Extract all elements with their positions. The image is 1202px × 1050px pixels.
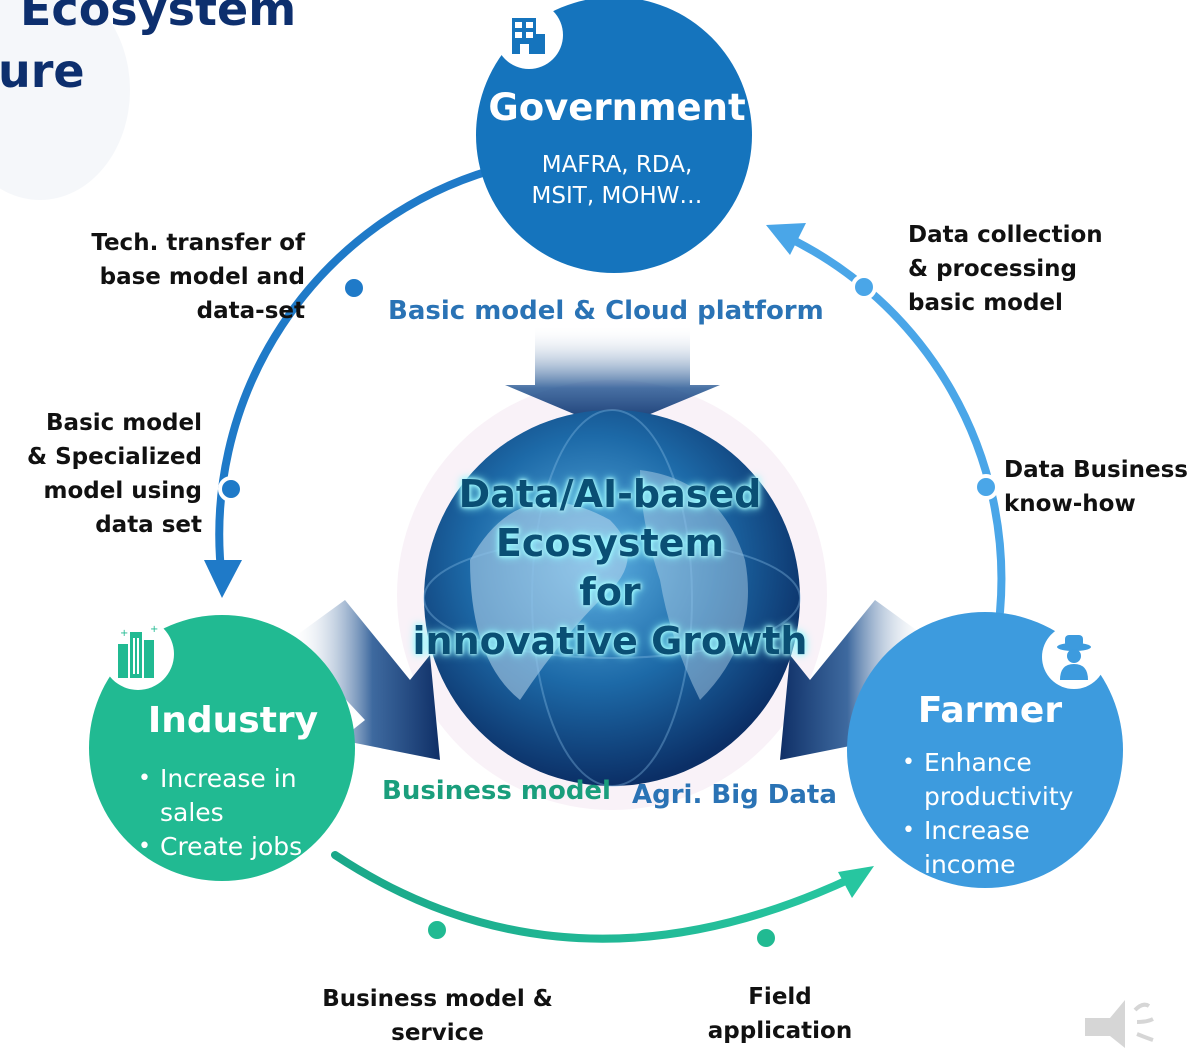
- dot-basic-model: [218, 476, 244, 502]
- dot-data-collection: [851, 274, 877, 300]
- inner-label-business-model: Business model: [382, 776, 611, 806]
- center-title-line3: for: [579, 570, 641, 614]
- label-line: Field: [748, 984, 812, 1010]
- label-tech-transfer: Tech. transfer of base model and data-se…: [40, 226, 305, 328]
- label-data-business: Data Business know-how: [1004, 453, 1202, 521]
- farmer-title: Farmer: [917, 690, 1063, 731]
- industry-title: Industry: [147, 700, 319, 741]
- farmer-benefit-item: Enhance productivity: [902, 746, 1102, 814]
- label-line: Basic model: [46, 410, 202, 436]
- arrowhead-government: [766, 223, 806, 255]
- funnel-right-arrow: [780, 600, 930, 760]
- label-line: basic model: [908, 290, 1063, 316]
- label-line: data set: [95, 512, 202, 538]
- arc-dots: [218, 274, 999, 951]
- inner-label-agri-big-data: Agri. Big Data: [632, 780, 837, 810]
- arc-industry-to-farmer: [331, 851, 856, 943]
- label-business-service: Business model & service: [300, 982, 575, 1050]
- label-line: data-set: [196, 298, 305, 324]
- label-line: base model and: [99, 264, 305, 290]
- farmer-benefit-item: Increase income: [902, 814, 1102, 882]
- label-line: know-how: [1004, 491, 1136, 517]
- globe-landmass-2: [640, 470, 748, 700]
- city-buildings-icon: + +: [102, 618, 174, 690]
- government-agencies-line2: MSIT, MOHW…: [531, 183, 703, 209]
- label-line: & Specialized: [27, 444, 202, 470]
- label-basic-specialized-model: Basic model & Specialized model using da…: [0, 406, 202, 542]
- label-line: Data Business: [1004, 457, 1188, 483]
- farmer-benefits: Enhance productivity Increase income: [902, 746, 1102, 882]
- industry-benefit-item: Increase in sales: [138, 762, 338, 830]
- globe-latitude: [423, 537, 801, 659]
- dot-data-business: [973, 474, 999, 500]
- government-agencies: MAFRA, RDA, MSIT, MOHW…: [488, 150, 746, 212]
- label-line: model using: [43, 478, 202, 504]
- globe-meridian: [531, 409, 693, 787]
- arrowhead-farmer: [838, 866, 874, 898]
- industry-benefit-item: Create jobs: [138, 830, 338, 864]
- globe-landmass-1: [470, 502, 628, 700]
- globe: [423, 409, 801, 787]
- government-agencies-line1: MAFRA, RDA,: [541, 152, 693, 178]
- center-title-line2: Ecosystem: [495, 521, 725, 565]
- speaker-icon[interactable]: [1085, 1000, 1154, 1048]
- svg-text:+: +: [150, 624, 158, 635]
- page-title-line1: Ecosystem: [20, 0, 297, 36]
- arc-farmer-to-government: [781, 232, 1006, 616]
- page-title: Ecosystem ure: [0, 0, 296, 102]
- arrowhead-industry: [204, 560, 242, 598]
- inner-label-basic-model-cloud: Basic model & Cloud platform: [388, 296, 824, 326]
- label-data-collection: Data collection & processing basic model: [908, 218, 1148, 320]
- dot-tech-transfer: [341, 275, 367, 301]
- government-title: Government: [488, 86, 746, 129]
- arc-government-to-industry: [215, 166, 496, 584]
- label-line: Business model &: [322, 986, 553, 1012]
- industry-benefits: Increase in sales Create jobs: [138, 762, 338, 864]
- page-title-line2: ure: [0, 44, 85, 98]
- label-line: & processing: [908, 256, 1078, 282]
- svg-text:+: +: [120, 628, 128, 639]
- farmer-icon: [1042, 625, 1106, 689]
- funnel-top-arrow: [505, 325, 720, 430]
- label-line: service: [391, 1020, 484, 1046]
- funnel-left-arrow: [290, 600, 440, 760]
- government-circle: [476, 0, 752, 273]
- dot-field-application: [753, 925, 779, 951]
- label-line: Tech. transfer of: [91, 230, 305, 256]
- center-ecosystem-title: Data/AI-based Ecosystem for innovative G…: [400, 470, 820, 666]
- label-line: Data collection: [908, 222, 1103, 248]
- office-building-icon: [495, 1, 563, 69]
- label-line: application: [707, 1018, 853, 1044]
- center-title-line1: Data/AI-based: [458, 472, 762, 516]
- label-field-application: Field application: [680, 980, 880, 1048]
- title-backdrop: [0, 0, 130, 200]
- dot-business-service: [424, 917, 450, 943]
- center-title-line4: innovative Growth: [412, 619, 808, 663]
